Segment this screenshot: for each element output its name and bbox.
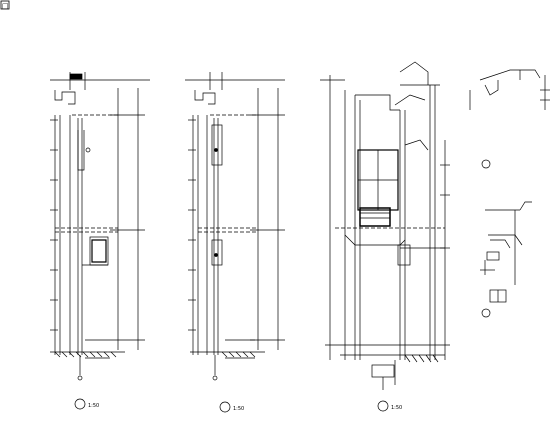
detail-b-marker	[481, 308, 491, 318]
section-1: 1:50	[50, 72, 150, 410]
section-3: 1:50	[320, 61, 450, 412]
detail-b	[480, 201, 532, 318]
section-3-marker	[377, 400, 389, 412]
section-1-scale: 1:50	[88, 403, 99, 409]
window-marker-glyph: □	[2, 2, 9, 10]
section-2-scale: 1:50	[233, 406, 244, 412]
section-2: 1:50	[185, 72, 285, 413]
window-marker: □	[0, 0, 10, 10]
section-1-marker	[74, 398, 86, 410]
detail-a	[469, 69, 550, 169]
detail-a-marker	[481, 159, 491, 169]
section-3-scale: 1:50	[391, 405, 402, 411]
section-2-marker	[219, 401, 231, 413]
